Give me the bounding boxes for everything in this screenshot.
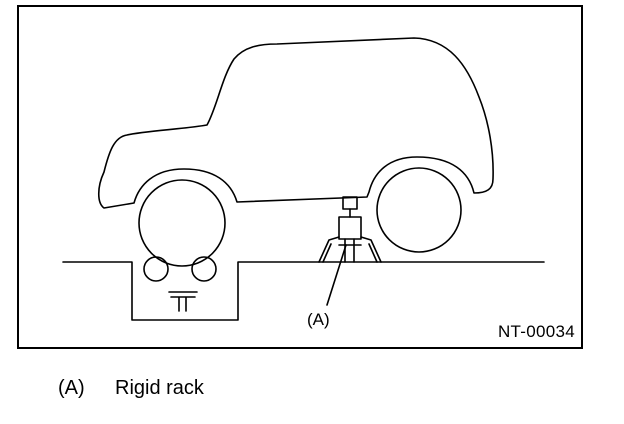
pit-stand-symbol: [168, 291, 198, 312]
floor-and-pit: [62, 261, 545, 321]
rear-wheel: [376, 167, 462, 253]
callout-label: (A): [307, 310, 330, 329]
legend: (A) Rigid rack: [58, 377, 204, 400]
rigid-rack: [318, 196, 382, 263]
front-wheel: [138, 179, 226, 267]
diagram-frame: (A) NT-00034: [17, 5, 583, 349]
legend-key: (A): [58, 377, 85, 399]
figure-id: NT-00034: [497, 322, 575, 341]
vehicle-body-outline: [97, 37, 494, 209]
legend-text: Rigid rack: [115, 377, 204, 399]
pit-roller-left: [143, 256, 169, 282]
pit-roller-right: [191, 256, 217, 282]
callout-leader-line: [326, 244, 347, 306]
vehicle-lift-diagram: (A): [62, 37, 545, 329]
